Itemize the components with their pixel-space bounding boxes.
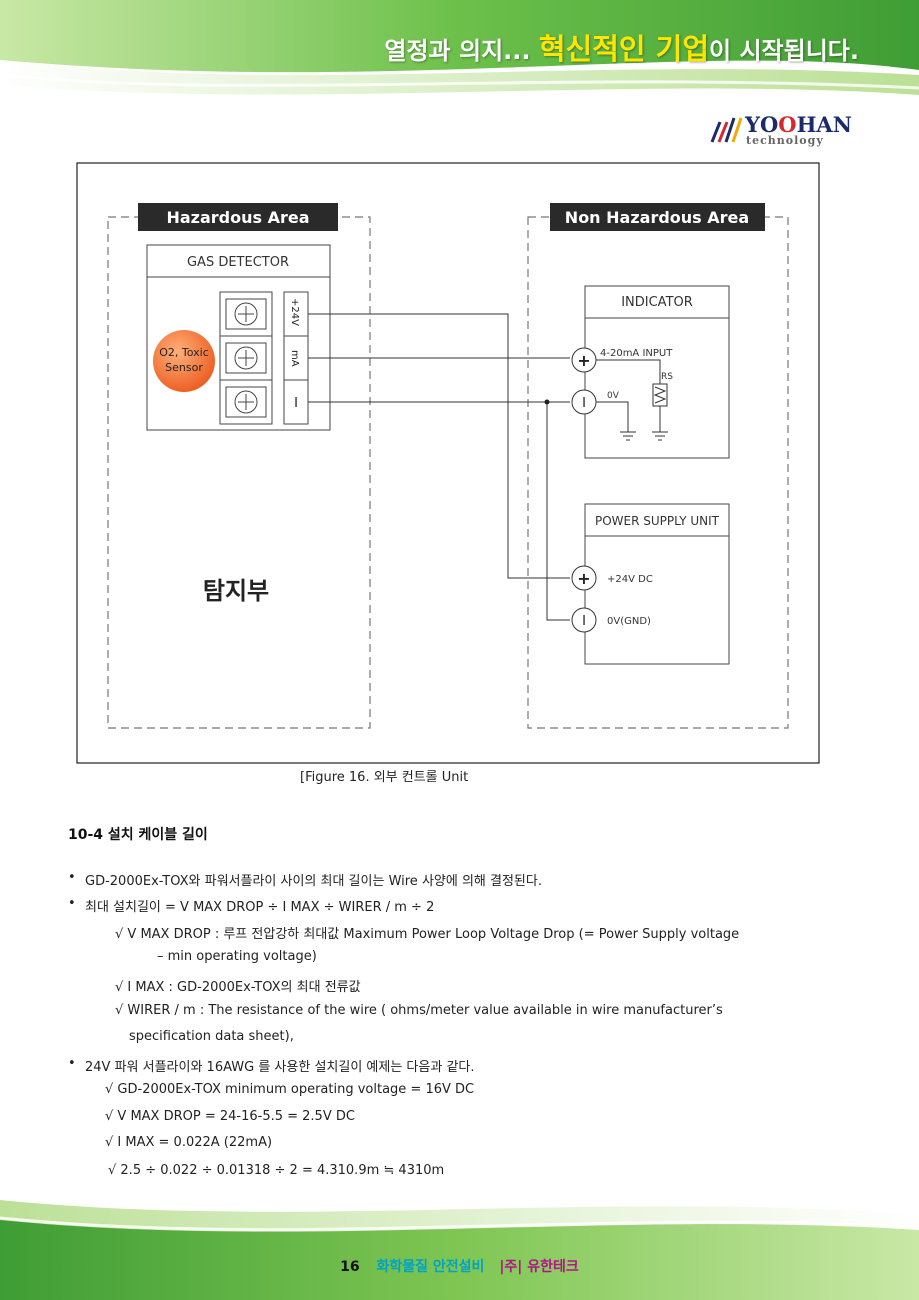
logo-stripes-icon (710, 117, 743, 143)
detector-korean-label: 탐지부 (203, 577, 269, 605)
ground-icon (652, 431, 668, 441)
header-slogan: 열정과 의지... 혁신적인 기업이 시작됩니다. (384, 32, 859, 66)
gas-detector-label: GAS DETECTOR (187, 255, 289, 270)
wiring-diagram: Hazardous Area Non Hazardous Area GAS DE… (76, 162, 820, 764)
terminal-plus24v-label: +24V (289, 298, 300, 326)
psu-minus-terminal-icon (571, 607, 597, 633)
sub-item: √ WIRER / m : The resistance of the wire… (115, 1003, 723, 1018)
sub-item-continuation: – min operating voltage) (157, 949, 317, 964)
svg-text:+: + (577, 351, 590, 370)
power-supply-body (584, 535, 730, 665)
sensor-label-line1: O2, Toxic (159, 346, 209, 359)
page-footer: 16 화학물질 안전설비 |주| 유한테크 (0, 1256, 919, 1276)
resistor-label: RS (661, 372, 673, 382)
footer-text: 화학물질 안전설비 (376, 1259, 485, 1275)
non-hazardous-area-label-box (550, 203, 765, 231)
non-hazardous-area-label: Non Hazardous Area (565, 208, 749, 227)
sensor-label-line2: Sensor (165, 361, 203, 374)
sensor-icon (153, 330, 215, 392)
hazardous-area-label: Hazardous Area (166, 208, 309, 227)
indicator-zero-v-label: 0V (607, 391, 620, 401)
power-supply-label: POWER SUPPLY UNIT (595, 514, 720, 528)
logo-name: YOOHAN (745, 112, 852, 137)
footer-banner (0, 1200, 919, 1300)
list-item: 24V 파워 서플라이와 16AWG 를 사용한 설치길이 예제는 다음과 같다… (68, 1056, 475, 1075)
psu-plus24v-label: +24V DC (607, 574, 653, 585)
screw-terminal-2-icon (225, 342, 267, 374)
wire-junction (544, 399, 550, 405)
header-banner (0, 0, 919, 95)
example-line: √ V MAX DROP = 24-16-5.5 = 2.5V DC (105, 1109, 355, 1124)
sub-item: √ I MAX : GD-2000Ex-TOX의 최대 전류값 (115, 980, 361, 995)
wire-plus24v (308, 313, 570, 579)
indicator-input-label: 4-20mA INPUT (600, 348, 673, 359)
slogan-highlight: 혁신적인 기업 (538, 32, 710, 66)
indicator-label: INDICATOR (621, 295, 693, 310)
svg-text:I: I (582, 614, 586, 629)
hazardous-area-label-box (138, 203, 338, 231)
terminal-minus-label: I (294, 396, 298, 411)
wire-gnd (546, 402, 570, 621)
company-name: |주| 유한테크 (499, 1259, 579, 1275)
indicator-header-box (584, 285, 730, 319)
ground-icon (620, 431, 636, 441)
list-item: GD-2000Ex-TOX와 파워서플라이 사이의 최대 길이는 Wire 사양… (68, 870, 542, 889)
sub-item-continuation: specification data sheet), (129, 1029, 294, 1044)
psu-gnd-label: 0V(GND) (607, 616, 651, 627)
figure-caption: [Figure 16. 외부 컨트롤 Unit (300, 770, 469, 785)
terminal-label-column (283, 291, 309, 425)
example-line: √ GD-2000Ex-TOX minimum operating voltag… (105, 1082, 475, 1097)
psu-plus-terminal-icon (571, 565, 597, 591)
power-supply-header-box (584, 503, 730, 537)
svg-text:I: I (582, 396, 586, 411)
sub-item: √ V MAX DROP : 루프 전압강하 최대값 Maximum Power… (115, 927, 740, 942)
section-title: 10-4 설치 케이블 길이 (68, 827, 208, 843)
screw-terminal-3-icon (225, 386, 267, 418)
terminal-ma-label: mA (289, 350, 300, 367)
list-item: 최대 설치길이 = V MAX DROP ÷ I MAX ÷ WIRER / m… (68, 896, 434, 915)
svg-text:+: + (577, 569, 590, 588)
screw-terminal-1-icon (225, 298, 267, 330)
example-line: √ I MAX = 0.022A (22mA) (105, 1135, 273, 1150)
example-line: √ 2.5 ÷ 0.022 ÷ 0.01318 ÷ 2 = 4.310.9m ≒… (108, 1163, 445, 1178)
gas-detector-header-box (146, 244, 331, 278)
page-number: 16 (340, 1259, 360, 1275)
logo-subtitle: technology (746, 134, 824, 147)
